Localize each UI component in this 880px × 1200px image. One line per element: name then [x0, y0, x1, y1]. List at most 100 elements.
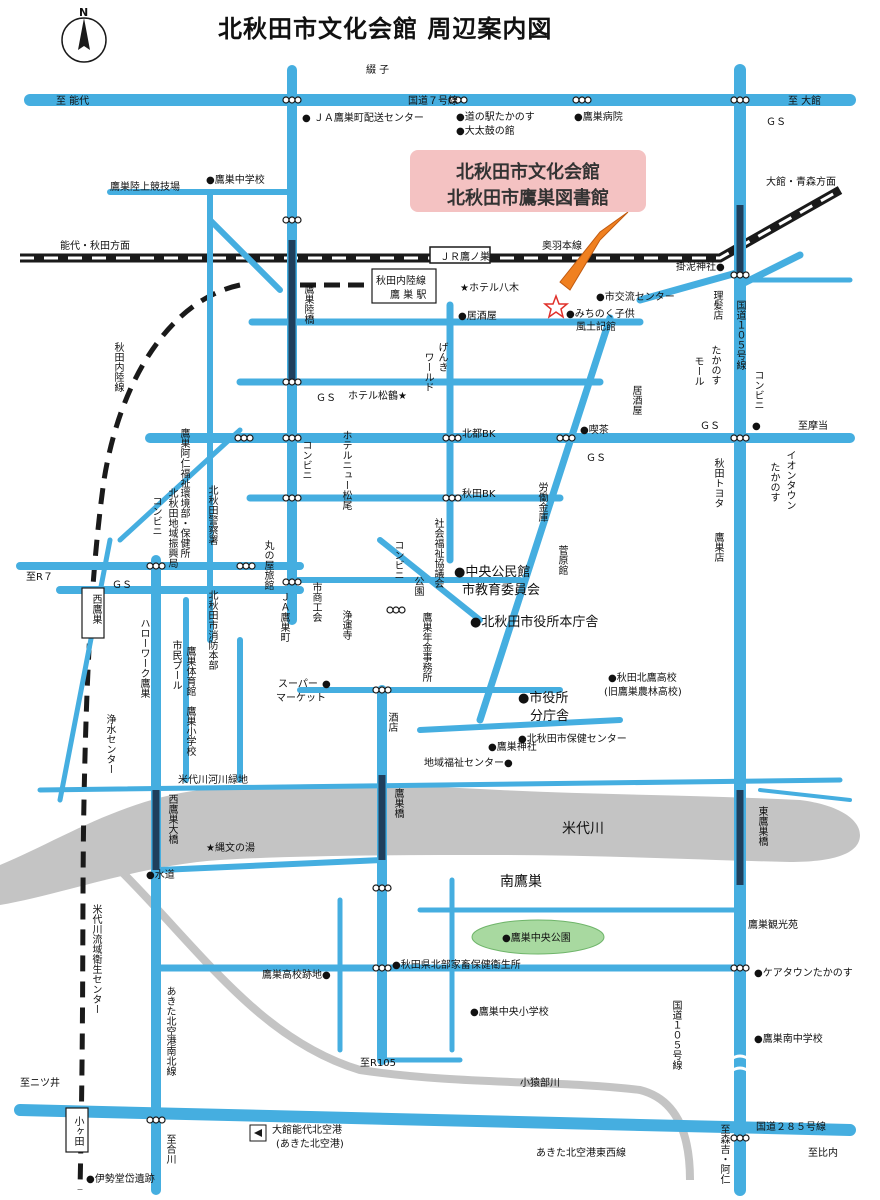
map-vertical-label: モール	[692, 356, 703, 386]
map-label: 市教育委員会	[462, 583, 541, 598]
target-callout: 北秋田市文化会館 北秋田市鷹巣図書館	[410, 150, 646, 212]
map-vertical-label: コンビニ	[752, 370, 763, 410]
signal-16	[236, 562, 256, 570]
map-vertical-label: 至森吉・阿仁	[718, 1124, 729, 1184]
map-vertical-label: 社会福祉協議会	[432, 518, 443, 588]
map-vertical-label: 鷹巣体育館	[184, 646, 195, 696]
map-label: 南鷹巣	[500, 874, 542, 890]
map-vertical-label: 酒店	[386, 712, 397, 732]
map-label: ●水道	[146, 870, 175, 881]
road-770	[758, 788, 852, 802]
map-vertical-label: 鷹巣阿仁福祉環境部・保健所	[178, 428, 189, 558]
map-label: 国道２８５号線	[756, 1122, 826, 1133]
map-vertical-label: 鷹巣店	[712, 532, 723, 562]
map-label: ●	[322, 679, 331, 690]
map-label: 至摩当	[798, 421, 828, 432]
map-label: ●北秋田市役所本庁舎	[470, 615, 599, 630]
map-vertical-label: ハローワーク鷹巣	[138, 618, 149, 698]
map-label: ●鷹巣神社	[488, 742, 537, 753]
map-label: 国道７号線	[408, 96, 458, 107]
map-label: 至R７	[26, 572, 53, 583]
signal-19	[372, 686, 392, 694]
map-label: 至比内	[808, 1148, 838, 1159]
signal-15	[146, 562, 166, 570]
map-label: ●喫茶	[580, 425, 609, 436]
compass-north: N	[79, 6, 89, 19]
map-vertical-label: 菅原館	[556, 545, 567, 575]
map-label: ●ケアタウンたかのす	[754, 968, 853, 979]
signal-21	[372, 964, 392, 972]
map-vertical-label: 至合川	[164, 1134, 175, 1164]
map-vertical-label: 秋田トヨタ	[712, 458, 723, 508]
signal-11	[556, 434, 576, 442]
map-label: 能代・秋田方面	[60, 241, 130, 252]
signal-18	[386, 606, 406, 614]
map-vertical-label: 鷹巣小学校	[184, 706, 195, 756]
map-label: ●市交流センター	[596, 292, 675, 303]
map-label: 小猿部川	[520, 1078, 560, 1089]
map-label: ＧＳ	[700, 421, 720, 432]
map-label: 北都BK	[462, 429, 496, 440]
map-label: ●大太鼓の館	[456, 126, 515, 137]
map-vertical-label: 西鷹巣大橋	[166, 794, 177, 844]
map-label: ●みちのく子供	[566, 309, 635, 320]
map-label: 分庁舎	[530, 709, 570, 724]
map-label: ★縄文の湯	[206, 843, 255, 854]
map-vertical-label: 秋田内陸線	[112, 342, 123, 392]
map-label: ●秋田県北部家畜保健衛生所	[392, 960, 521, 971]
map-label: ●	[752, 421, 761, 432]
callout-line-2: 北秋田市鷹巣図書館	[447, 188, 609, 209]
map-label: ●鷹巣中央公園	[502, 933, 571, 944]
signal-1	[282, 96, 302, 104]
map-label: ★ホテル八木	[460, 283, 519, 294]
map-label: 大館・青森方面	[766, 177, 836, 188]
map-label: 綴 子	[366, 65, 390, 76]
map-label: ＧＳ	[112, 580, 132, 591]
jr-station-box	[429, 246, 491, 264]
map-vertical-label: イオンタウン	[784, 450, 795, 510]
signal-2	[448, 96, 468, 104]
map-vertical-label: 労働金庫	[536, 482, 547, 522]
nishi-takanosu-box	[81, 587, 105, 639]
map-vertical-label: たかのす	[709, 345, 720, 385]
map-label: 鷹 巣 駅	[390, 290, 427, 301]
map-vertical-label: 浄水センター	[104, 714, 115, 774]
road-750	[37, 777, 843, 793]
map-label: ●秋田北鷹高校	[608, 673, 677, 684]
map-label: ●中央公民館	[454, 565, 531, 580]
map-vertical-label: コンビニ	[392, 540, 403, 580]
signal-12	[730, 434, 750, 442]
map-label: (旧鷹巣農林高校)	[604, 687, 682, 698]
map-vertical-label: ワールド	[422, 352, 433, 392]
signal-22	[730, 964, 750, 972]
map-label: ●北秋田市保健センター	[518, 734, 627, 745]
map-vertical-label: 市商工会	[310, 582, 321, 622]
map-label: スーパー	[278, 679, 318, 690]
road-break-icon	[729, 1054, 751, 1074]
map-label: あきた北空港東西線	[536, 1148, 626, 1159]
airport-icon	[249, 1124, 267, 1142]
signal-7	[282, 378, 302, 386]
map-label: 掛泥神社●	[676, 262, 725, 273]
signal-5	[282, 216, 302, 224]
kosaruba-river	[117, 867, 694, 1181]
map-label: 風土記館	[576, 322, 616, 333]
map-vertical-label: 公園	[412, 576, 423, 596]
map-label: ●鷹巣中央小学校	[470, 1007, 549, 1018]
road-southeast	[157, 857, 385, 873]
map-label: 鷹巣陸上競技場	[110, 182, 180, 193]
kogata-box	[65, 1107, 89, 1153]
map-vertical-label: 理髪店	[711, 290, 722, 320]
target-arrow	[559, 211, 629, 291]
signal-23	[146, 1116, 166, 1124]
map-vertical-label: 米代川流域衛生センター	[90, 904, 101, 1014]
map-vertical-label: コンビニ	[300, 440, 311, 480]
map-label: ●伊勢堂岱遺跡	[86, 1174, 155, 1185]
map-label: ホテル松鶴★	[348, 391, 407, 402]
map-label: 大館能代北空港	[272, 1125, 342, 1136]
map-label: ● ＪＡ鷹巣町配送センター	[302, 113, 424, 124]
map-vertical-label: 小ヶ田	[72, 1116, 83, 1146]
map-vertical-label: 鷹巣陸橋	[302, 284, 313, 324]
map-label: ●居酒屋	[458, 311, 497, 322]
